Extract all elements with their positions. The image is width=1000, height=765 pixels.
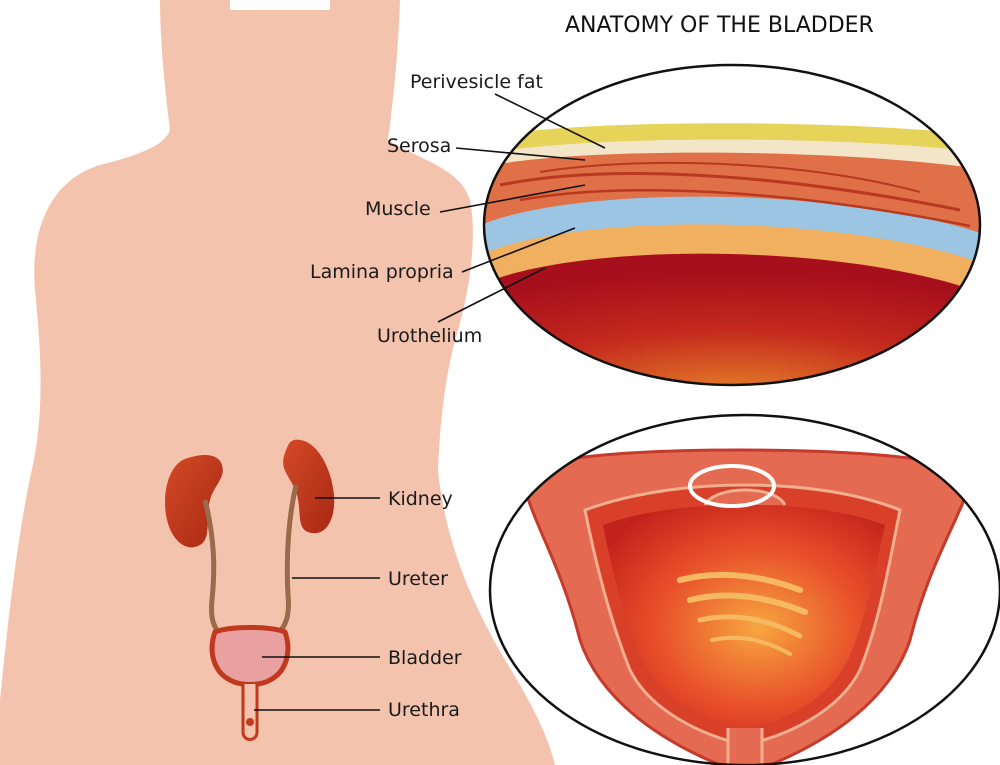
ureter-right (273, 484, 299, 639)
kidney-left (164, 454, 223, 548)
leader-perivesicle-fat (494, 93, 606, 149)
highlight-ring (688, 464, 776, 508)
label-serosa: Serosa (387, 135, 451, 157)
bladder-wall-cross-section (484, 65, 980, 385)
magnifier-bottom-outline (488, 413, 1000, 765)
label-ureter: Ureter (388, 568, 448, 590)
urethra-shape (241, 684, 259, 741)
label-bladder: Bladder (388, 647, 462, 669)
label-muscle: Muscle (365, 198, 431, 220)
leader-lamina-propria (461, 227, 576, 273)
urethra-opening (246, 718, 254, 726)
label-urethra: Urethra (388, 699, 460, 721)
label-perivesicle-fat: Perivesicle fat (410, 71, 543, 93)
kidney-right (283, 439, 335, 534)
body-silhouette (0, 0, 555, 765)
label-lamina-propria: Lamina propria (310, 261, 454, 283)
label-urothelium: Urothelium (377, 325, 482, 347)
diagram-title: ANATOMY OF THE BLADDER (565, 13, 874, 38)
leader-muscle (439, 184, 586, 213)
label-kidney: Kidney (388, 488, 453, 510)
magnifier-top-outline (482, 63, 982, 387)
bladder-shape (209, 625, 291, 687)
ureter-left (202, 499, 227, 641)
leader-urothelium (437, 267, 546, 323)
bladder-interior-view (490, 415, 1000, 765)
leader-serosa (455, 147, 586, 161)
kidneys (164, 439, 335, 548)
